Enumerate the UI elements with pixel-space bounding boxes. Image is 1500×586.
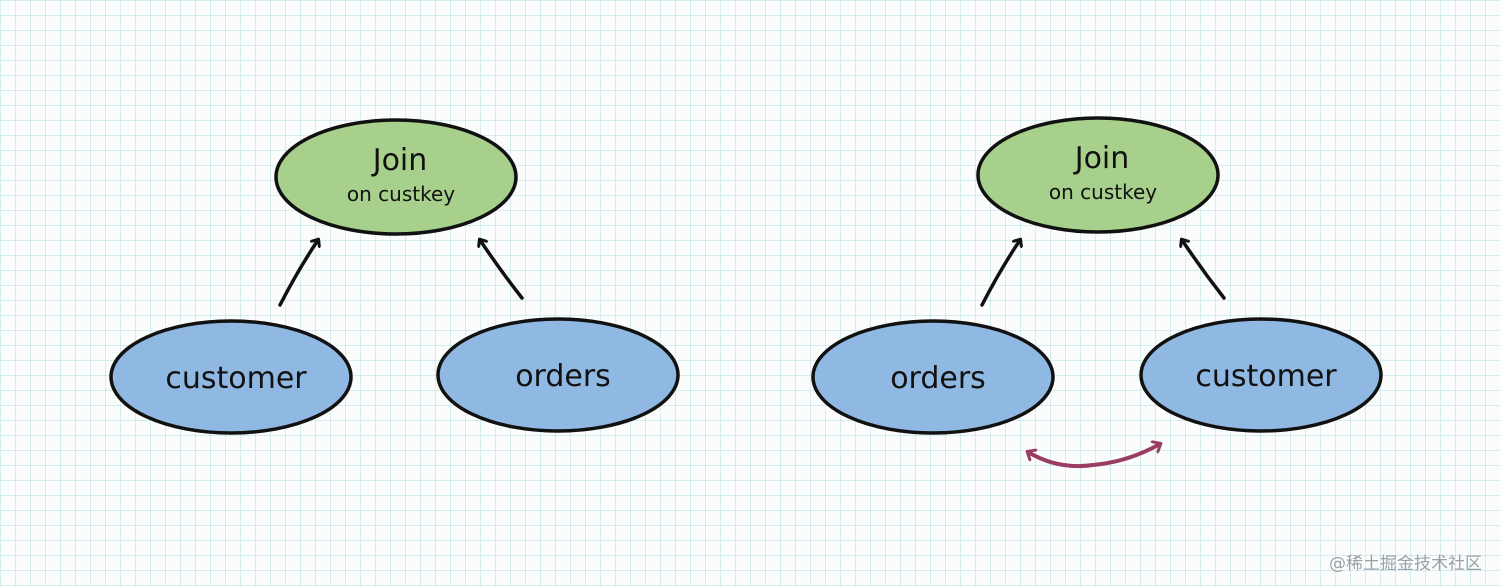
left-input-customer-node: customer: [109, 319, 353, 435]
left-input-orders-node: orders: [436, 317, 680, 433]
left-arrow-customer-to-join: [278, 240, 318, 307]
right-input-customer-node: customer: [1139, 317, 1383, 433]
left-plan: Join on custkey customer orders: [109, 118, 680, 435]
right-input-customer-label: customer: [1195, 359, 1337, 394]
right-arrow-customer-to-join: [1182, 240, 1226, 300]
right-input-orders-node: orders: [811, 319, 1055, 435]
left-join-node: Join on custkey: [274, 118, 518, 236]
right-join-title: Join: [1073, 141, 1130, 176]
left-input-customer-ellipse: [109, 319, 353, 435]
left-join-subtitle: on custkey: [347, 182, 455, 206]
left-join-title: Join: [371, 143, 428, 178]
left-join-ellipse: [274, 118, 518, 236]
left-input-orders-label: orders: [515, 359, 611, 394]
swap-arrow: [1028, 444, 1160, 469]
right-join-subtitle: on custkey: [1049, 180, 1157, 204]
right-join-ellipse: [976, 116, 1220, 234]
right-input-orders-ellipse: [811, 319, 1055, 435]
right-input-orders-label: orders: [890, 361, 986, 396]
right-arrow-orders-to-join: [980, 240, 1020, 307]
right-join-node: Join on custkey: [976, 116, 1220, 234]
watermark: @稀土掘金技术社区: [1329, 554, 1482, 574]
left-input-orders-ellipse: [436, 317, 680, 433]
right-plan: Join on custkey orders customer: [811, 116, 1383, 469]
left-input-customer-label: customer: [165, 361, 307, 396]
left-arrow-orders-to-join: [480, 240, 524, 300]
right-input-customer-ellipse: [1139, 317, 1383, 433]
